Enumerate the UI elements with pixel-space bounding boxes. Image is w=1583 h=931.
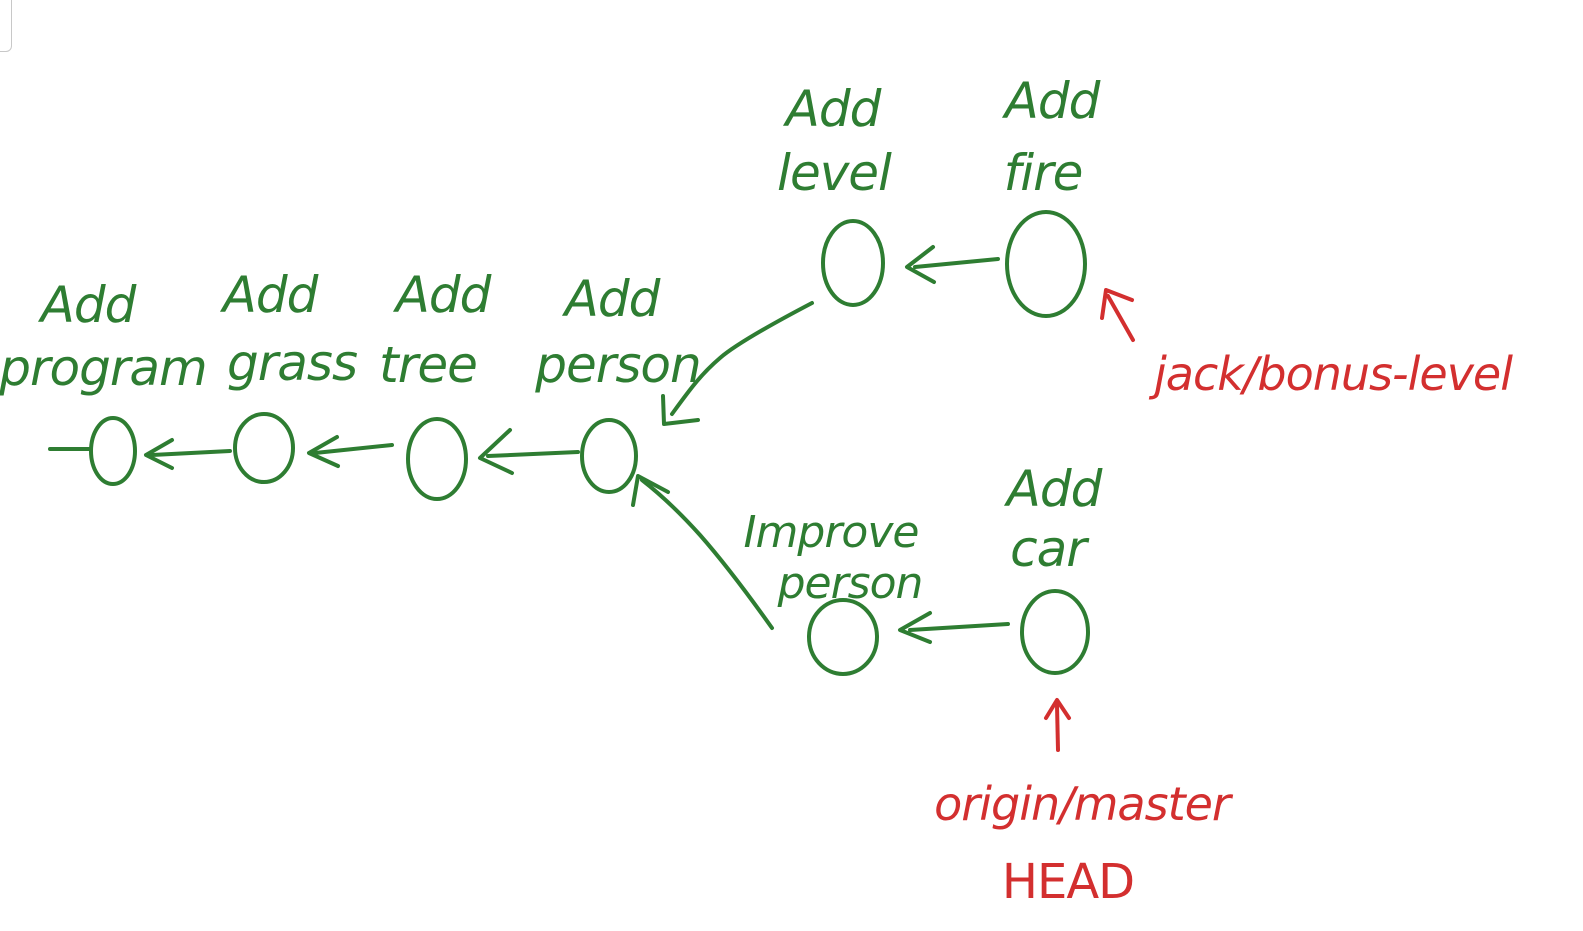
arrowhead-level bbox=[905, 245, 936, 284]
arrowhead-person-top bbox=[661, 394, 700, 426]
master-ref-arrowhead bbox=[1044, 698, 1071, 720]
edge-improve-person bbox=[640, 478, 774, 630]
commit-node-tree[interactable] bbox=[406, 417, 468, 501]
arrowhead-program bbox=[144, 438, 174, 470]
commit-label-level-line1: Add bbox=[783, 80, 882, 138]
arrowhead-improve bbox=[898, 611, 932, 644]
commit-node-improve-person[interactable] bbox=[807, 598, 879, 676]
branch-label-origin-master: origin/master bbox=[934, 777, 1234, 831]
window-corner-tab bbox=[0, 0, 12, 52]
bonus-ref-arrow bbox=[1106, 294, 1135, 342]
commit-label-grass-line1: Add bbox=[220, 266, 319, 324]
commit-node-fire[interactable] bbox=[1005, 210, 1087, 318]
bonus-ref-arrowhead bbox=[1100, 288, 1134, 320]
commit-label-level-line2: level bbox=[777, 144, 892, 202]
commit-label-fire-line1: Add bbox=[1002, 72, 1101, 130]
head-label: HEAD bbox=[1002, 854, 1134, 910]
edge-car-improve bbox=[908, 622, 1010, 632]
commit-label-improve-person-line2: person bbox=[777, 558, 923, 609]
commit-label-person-line1: Add bbox=[562, 270, 661, 328]
branch-label-bonus-level: jack/bonus-level bbox=[1148, 347, 1513, 401]
commit-label-program-line2: program bbox=[0, 339, 207, 397]
master-ref-arrow bbox=[1055, 703, 1060, 752]
edge-grass-program bbox=[150, 449, 232, 457]
edge-level-person bbox=[670, 301, 814, 416]
node-group bbox=[89, 210, 1090, 676]
edge-group bbox=[48, 245, 1010, 644]
commit-node-car[interactable] bbox=[1020, 589, 1090, 675]
commit-label-fire-line2: fire bbox=[1004, 144, 1083, 202]
edge-tree-grass bbox=[313, 443, 394, 455]
edge-fire-level bbox=[913, 257, 1000, 269]
commit-label-improve-person-line1: Improve bbox=[744, 507, 919, 558]
arrowhead-person-bottom bbox=[631, 474, 670, 507]
arrowhead-grass bbox=[307, 435, 340, 468]
commit-label-tree-line2: tree bbox=[379, 336, 477, 394]
commit-node-grass[interactable] bbox=[233, 412, 295, 484]
edge-person-tree bbox=[486, 450, 580, 458]
commit-node-person[interactable] bbox=[580, 418, 638, 494]
commit-label-tree-line1: Add bbox=[393, 266, 492, 324]
commit-label-program-line1: Add bbox=[38, 276, 137, 334]
commit-label-grass-line2: grass bbox=[227, 334, 357, 392]
ref-arrow-group bbox=[1044, 288, 1135, 752]
commit-label-car-line1: Add bbox=[1004, 460, 1103, 518]
commit-label-car-line2: car bbox=[1010, 520, 1090, 578]
commit-node-program[interactable] bbox=[89, 416, 137, 486]
commit-label-person-line2: person bbox=[534, 336, 700, 394]
arrowhead-tree bbox=[478, 428, 514, 475]
commit-node-level[interactable] bbox=[821, 219, 885, 307]
